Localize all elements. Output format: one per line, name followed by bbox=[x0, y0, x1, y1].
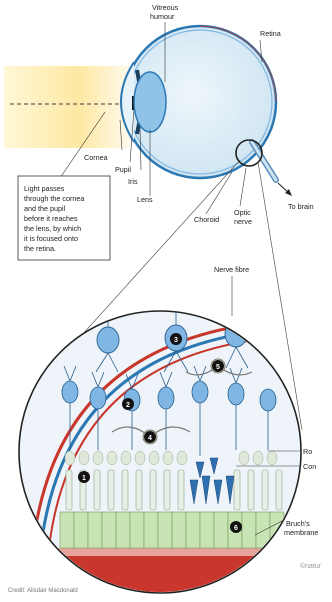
credit-line: Credit: Alisdair Macdonald bbox=[8, 588, 78, 594]
badge-number: 4 bbox=[148, 435, 152, 442]
vitreous-humour-label-2: humour bbox=[150, 12, 175, 21]
badge-2: 2 bbox=[122, 398, 134, 410]
pupil-label: Pupil bbox=[115, 165, 131, 174]
caption-line: and the pupil bbox=[24, 204, 66, 213]
vitreous-humour-label-1: Vitreous bbox=[152, 3, 179, 12]
caption-line: the lens, by which bbox=[24, 224, 81, 233]
caption-line: the retina. bbox=[24, 244, 56, 253]
badge-6: 6 bbox=[230, 521, 242, 533]
badge-number: 6 bbox=[234, 525, 238, 532]
cornea-label: Cornea bbox=[84, 153, 108, 162]
lens-label: Lens bbox=[137, 195, 153, 204]
caption-line: through the cornea bbox=[24, 194, 84, 203]
caption-line: it is focused onto bbox=[24, 234, 78, 243]
nerve-fibre-label: Nerve fibre bbox=[214, 265, 249, 274]
caption-text: Light passes through the cornea and the … bbox=[24, 184, 84, 253]
watermark: ©natur bbox=[300, 562, 322, 570]
optic-nerve-label-2: nerve bbox=[234, 217, 252, 226]
lens bbox=[134, 72, 166, 132]
caption-box: Light passes through the cornea and the … bbox=[18, 176, 110, 260]
optic-nerve-label-1: Optic bbox=[234, 208, 251, 217]
badge-5: 5 bbox=[212, 360, 224, 372]
badge-number: 5 bbox=[216, 364, 220, 371]
light-beam bbox=[4, 66, 130, 148]
retina-zoom-circle bbox=[18, 310, 308, 597]
choroid-label: Choroid bbox=[194, 215, 219, 224]
badge-1: 1 bbox=[78, 471, 90, 483]
rods-label: Ro bbox=[303, 447, 312, 456]
bruchs-membrane-label-2: membrane bbox=[284, 528, 318, 537]
badge-number: 3 bbox=[174, 337, 178, 344]
badge-number: 1 bbox=[82, 475, 86, 482]
retina-label: Retina bbox=[260, 29, 281, 38]
bruchs-membrane-label-1: Bruch's bbox=[286, 519, 310, 528]
to-brain-label: To brain bbox=[288, 202, 314, 211]
cones-label: Con bbox=[303, 462, 316, 471]
badge-number: 2 bbox=[126, 402, 130, 409]
caption-line: before it reaches bbox=[24, 214, 78, 223]
caption-line: Light passes bbox=[24, 184, 65, 193]
badge-4: 4 bbox=[144, 431, 156, 443]
badge-3: 3 bbox=[170, 333, 182, 345]
iris-label: Iris bbox=[128, 177, 138, 186]
